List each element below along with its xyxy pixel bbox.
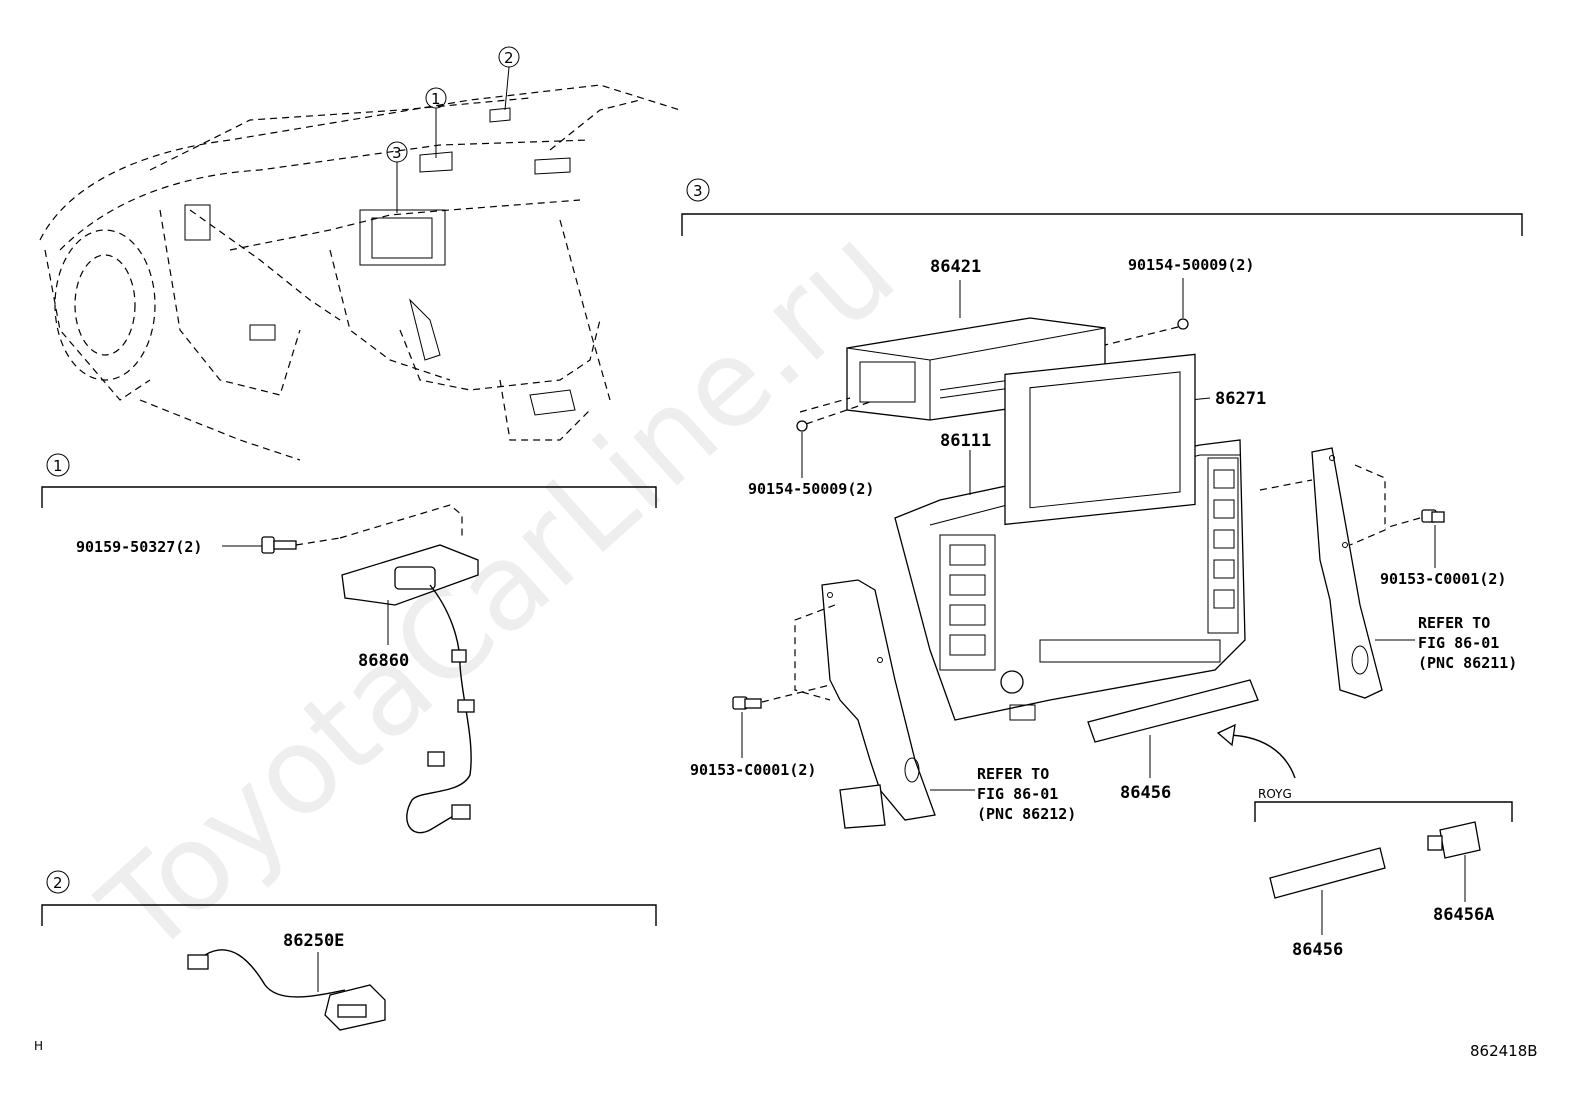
label-90153-C0001-left: 90153-C0001(2): [690, 761, 816, 779]
refer-right-line3: (PNC 86211): [1418, 654, 1517, 672]
section-2-callout: [46, 870, 70, 894]
variant-arrow-icon: [1216, 723, 1296, 779]
section-3-callout: [686, 178, 710, 202]
part-86456-variant-panel: [1269, 847, 1386, 935]
corner-mark: H: [34, 1039, 43, 1053]
svg-text:1: 1: [431, 90, 441, 108]
section-3: 3 86421 90154-50009(2) 86271: [681, 178, 1523, 960]
part-86860-antenna-bracket: [339, 504, 479, 834]
svg-text:2: 2: [504, 49, 514, 67]
bracket-right-86211: [1259, 447, 1415, 699]
section-1: 1 90159-50327(2) 86860: [41, 453, 657, 834]
diagram-id: 862418B: [1470, 1042, 1538, 1060]
callout-2-overview: 2: [498, 46, 520, 111]
section-2: 2 86250E: [41, 870, 657, 1031]
label-90154-50009-left: 90154-50009(2): [748, 480, 874, 498]
callout-3-overview: 3: [386, 141, 408, 213]
svg-text:3: 3: [392, 144, 402, 162]
refer-right-line1: REFER TO: [1418, 614, 1490, 632]
screw-90154-50009-left: [796, 397, 871, 478]
label-86860: 86860: [358, 651, 409, 671]
label-86271: 86271: [1215, 389, 1266, 409]
part-86456-panel: [1087, 679, 1259, 778]
part-86111-display: [894, 353, 1246, 721]
bracket-left-86212: [794, 579, 975, 829]
refer-right-line2: FIG 86-01: [1418, 634, 1499, 652]
part-86456A-cap: [1427, 821, 1481, 902]
label-86421: 86421: [930, 257, 981, 277]
part-86250E-cable: [187, 949, 386, 1031]
variant-tag-royg: ROYG: [1258, 787, 1292, 801]
label-90159-50327: 90159-50327(2): [76, 538, 202, 556]
refer-left-line3: (PNC 86212): [977, 805, 1076, 823]
refer-left-line1: REFER TO: [977, 765, 1049, 783]
label-86456-variant: 86456: [1292, 940, 1343, 960]
label-90153-C0001-right: 90153-C0001(2): [1380, 570, 1506, 588]
label-90154-50009-top: 90154-50009(2): [1128, 256, 1254, 274]
bolt-90153-C0001-left: [732, 684, 831, 758]
vehicle-dashboard-drawing: [39, 84, 681, 461]
refer-left-line2: FIG 86-01: [977, 785, 1058, 803]
section-1-number: 1: [53, 457, 63, 475]
callout-1-overview: 1: [425, 87, 447, 158]
section-3-number: 3: [693, 182, 703, 200]
watermark-text: ToyotaCarLine.ru: [76, 201, 922, 982]
label-86250E: 86250E: [283, 931, 344, 951]
section-1-callout: [46, 453, 70, 477]
variant-bracket: [1254, 801, 1513, 822]
screw-90154-50009-top: [1104, 278, 1189, 346]
label-86456: 86456: [1120, 783, 1171, 803]
bolt-90153-C0001-right: [1384, 509, 1445, 568]
section-2-number: 2: [53, 874, 63, 892]
label-86456A: 86456A: [1433, 905, 1494, 925]
bolt-90159-50327: [222, 536, 341, 554]
label-86111: 86111: [940, 431, 991, 451]
